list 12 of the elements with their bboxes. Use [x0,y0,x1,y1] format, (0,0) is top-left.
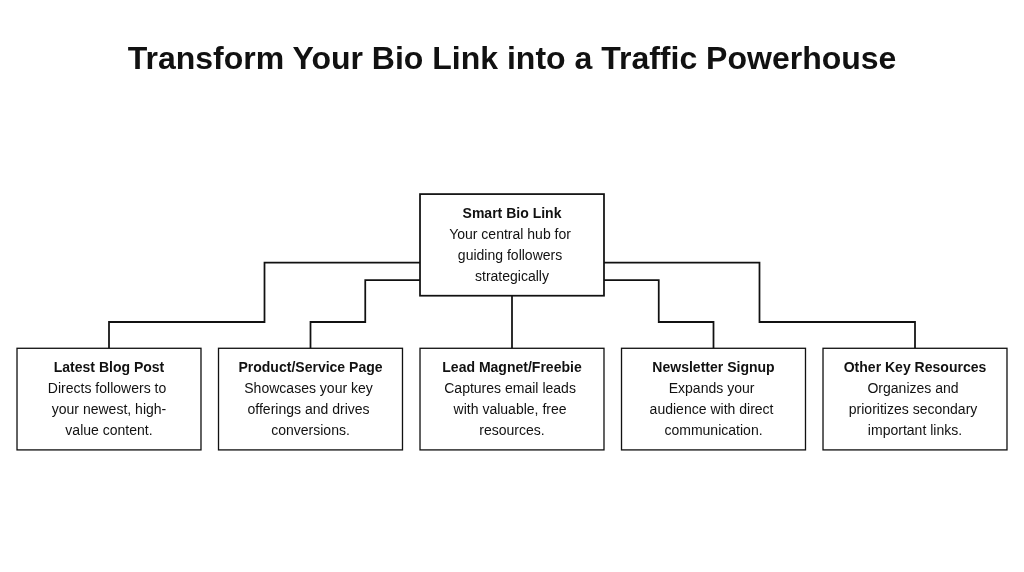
connector [603,279,715,350]
node-box: Other Key Resources Organizes and prioritizes secondary important links. [822,347,1008,451]
connector [511,294,513,350]
connector [309,279,421,350]
node-box: Smart Bio Link Your central hub for guiding followers strategically [419,193,605,297]
connector [108,261,421,350]
node-box: Lead Magnet/Freebie Captures email leads with valuable, free resources. [419,347,605,451]
node-box: Product/Service Page Showcases your key offerings and drives conversions. [217,347,404,451]
node-box: Newsletter Signup Expands your audience with direct communication. [620,347,807,451]
connector [603,261,916,350]
diagram-title: Transform Your Bio Link into a Traffic Powerhouse [126,40,898,77]
node-box: Latest Blog Post Directs followers to your newest, high-value content. [16,347,202,451]
